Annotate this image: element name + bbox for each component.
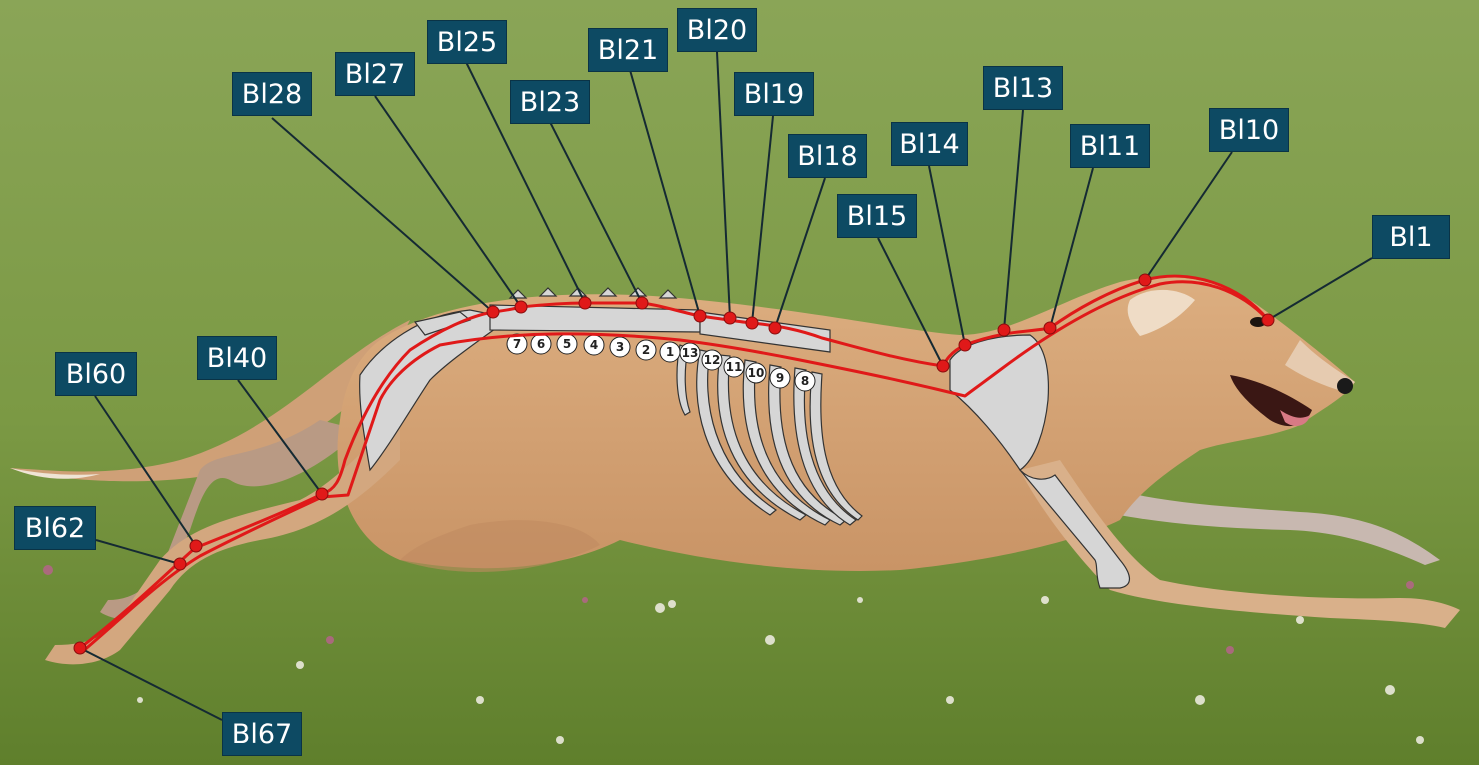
- label-bl21: Bl21: [588, 28, 668, 72]
- vertebra-number-12: 12: [702, 350, 722, 370]
- vertebra-number-10: 10: [746, 363, 766, 383]
- acupoint-bl28: [487, 306, 499, 318]
- label-bl20: Bl20: [677, 8, 757, 52]
- acupoint-bl60: [190, 540, 202, 552]
- svg-text:7: 7: [513, 337, 521, 351]
- label-bl62: Bl62: [14, 506, 96, 550]
- label-bl40: Bl40: [197, 336, 277, 380]
- vertebra-number-11: 11: [724, 357, 744, 377]
- svg-text:5: 5: [563, 337, 571, 351]
- svg-text:9: 9: [776, 371, 784, 385]
- vertebra-number-5: 5: [557, 334, 577, 354]
- label-bl25: Bl25: [427, 20, 507, 64]
- svg-text:1: 1: [666, 345, 674, 359]
- acupoint-bl10: [1139, 274, 1151, 286]
- svg-text:8: 8: [801, 374, 809, 388]
- vertebra-number-4: 4: [584, 335, 604, 355]
- acupoint-bl11: [1044, 322, 1056, 334]
- label-bl1: Bl1: [1372, 215, 1450, 259]
- vertebra-number-6: 6: [531, 334, 551, 354]
- label-bl23: Bl23: [510, 80, 590, 124]
- svg-text:10: 10: [748, 366, 765, 380]
- vertebra-number-3: 3: [610, 337, 630, 357]
- label-bl13: Bl13: [983, 66, 1063, 110]
- acupoint-bl67: [74, 642, 86, 654]
- acupoint-bl25: [579, 297, 591, 309]
- label-bl27: Bl27: [335, 52, 415, 96]
- svg-text:13: 13: [682, 346, 699, 360]
- label-bl19: Bl19: [734, 72, 814, 116]
- vertebra-number-13: 13: [680, 343, 700, 363]
- svg-text:4: 4: [590, 338, 598, 352]
- acupoint-bl15: [937, 360, 949, 372]
- acupoint-bl27: [515, 301, 527, 313]
- vertebra-number-8: 8: [795, 371, 815, 391]
- svg-text:11: 11: [726, 360, 743, 374]
- label-bl28: Bl28: [232, 72, 312, 116]
- svg-text:12: 12: [704, 353, 721, 367]
- acupoint-bl13: [998, 324, 1010, 336]
- label-bl11: Bl11: [1070, 124, 1150, 168]
- vertebra-number-9: 9: [770, 368, 790, 388]
- acupoint-bl14: [959, 339, 971, 351]
- acupoint-bl62: [174, 558, 186, 570]
- acupoint-bl40: [316, 488, 328, 500]
- svg-text:6: 6: [537, 337, 545, 351]
- svg-text:2: 2: [642, 343, 650, 357]
- acupoint-bl21: [694, 310, 706, 322]
- label-bl14: Bl14: [891, 122, 968, 166]
- acupoint-bl18: [769, 322, 781, 334]
- acupoint-bl20: [724, 312, 736, 324]
- acupoint-bl23: [636, 297, 648, 309]
- vertebra-number-2: 2: [636, 340, 656, 360]
- vertebra-number-1: 1: [660, 342, 680, 362]
- svg-text:3: 3: [616, 340, 624, 354]
- label-bl67: Bl67: [222, 712, 302, 756]
- label-bl60: Bl60: [55, 352, 137, 396]
- acupoint-bl1: [1262, 314, 1274, 326]
- label-bl15: Bl15: [837, 194, 917, 238]
- label-bl18: Bl18: [788, 134, 867, 178]
- label-bl10: Bl10: [1209, 108, 1289, 152]
- acupoint-bl19: [746, 317, 758, 329]
